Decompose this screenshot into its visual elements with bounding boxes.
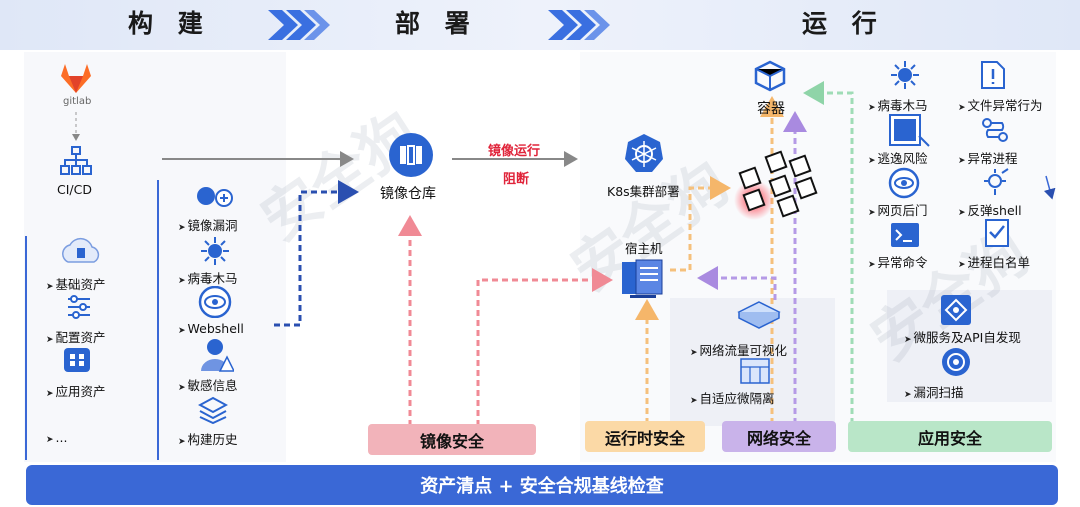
registry-label: 镜像仓库: [380, 186, 436, 202]
network-icon: [737, 301, 781, 329]
phase-deploy: 部 署: [395, 9, 478, 38]
phase-run: 运 行: [802, 9, 885, 38]
header-band: [0, 0, 1080, 50]
app-grid-icon: [64, 348, 90, 372]
scan-virus-label: 病毒木马: [178, 268, 238, 287]
scan-history-label: 构建历史: [178, 429, 238, 448]
host-label: 宿主机: [625, 241, 663, 256]
asset-config-label: 配置资产: [46, 327, 106, 346]
threat-process-label: 异常进程: [958, 148, 1018, 167]
asset-app-label: 应用资产: [46, 381, 106, 400]
virus-icon: [201, 237, 229, 265]
app-api-label: 微服务及API自发现: [904, 327, 1021, 346]
chevron-arrow-icon: [268, 10, 330, 40]
cicd-icon: [60, 146, 92, 175]
microseg-icon: [740, 358, 770, 384]
scan-vuln-label: 镜像漏洞: [178, 215, 238, 234]
reverse-shell-icon: [984, 168, 1009, 195]
virus-icon: [891, 61, 919, 89]
block-label: 阻断: [503, 172, 530, 187]
threat-file-label: 文件异常行为: [958, 95, 1043, 114]
runtime-security-bar: 运行时安全: [585, 421, 705, 452]
microservice-icon: [941, 295, 971, 325]
net-traffic-label: 网络流量可视化: [690, 340, 788, 359]
asset-basic-label: 基础资产: [46, 274, 106, 293]
sliders-icon: [68, 295, 90, 319]
threat-virus-label: 病毒木马: [868, 95, 928, 114]
bug-icon: [197, 187, 233, 207]
threat-webshell-label: 网页后门: [868, 200, 928, 219]
image-security-bar: 镜像安全: [368, 424, 536, 455]
cicd-label: CI/CD: [57, 182, 92, 197]
kubernetes-icon: [625, 134, 663, 172]
threat-whitelist-label: 进程白名单: [958, 252, 1031, 271]
threat-escape-label: 逃逸风险: [868, 148, 928, 167]
chevron-arrow-icon: [548, 10, 610, 40]
gitlab-label: gitlab: [63, 96, 92, 107]
app-scan-label: 漏洞扫描: [904, 382, 964, 401]
asset-more-label: ...: [46, 430, 68, 445]
whitelist-icon: [985, 219, 1009, 247]
net-microseg-label: 自适应微隔离: [690, 388, 775, 407]
file-alert-icon: [981, 61, 1005, 89]
registry-icon: [389, 133, 433, 177]
eye-icon: [888, 167, 920, 199]
threat-shell-label: 反弹shell: [958, 200, 1022, 219]
user-warning-icon: [201, 339, 234, 372]
container-icon: [754, 60, 786, 92]
k8s-label: K8s集群部署: [607, 184, 680, 199]
bottom-banner: 资产清点 + 安全合规基线检查: [26, 465, 1058, 505]
scan-sensitive-label: 敏感信息: [178, 375, 238, 394]
scan-webshell-label: Webshell: [178, 321, 244, 336]
cloud-icon: [62, 237, 100, 263]
phase-build: 构 建: [128, 9, 211, 38]
eye-icon: [198, 286, 232, 318]
network-security-bar: 网络安全: [722, 421, 836, 452]
mirror-run-label: 镜像运行: [488, 144, 541, 159]
layers-icon: [198, 396, 228, 424]
app-security-bar: 应用安全: [848, 421, 1052, 452]
terminal-icon: [891, 223, 919, 247]
container-cubes-icon: [734, 150, 818, 220]
server-icon: [622, 259, 663, 298]
container-label: 容器: [757, 101, 785, 117]
gitlab-icon: [61, 64, 91, 93]
process-icon: [982, 118, 1008, 142]
threat-command-label: 异常命令: [868, 252, 928, 271]
scan-icon: [942, 348, 970, 376]
escape-icon: [889, 114, 930, 147]
